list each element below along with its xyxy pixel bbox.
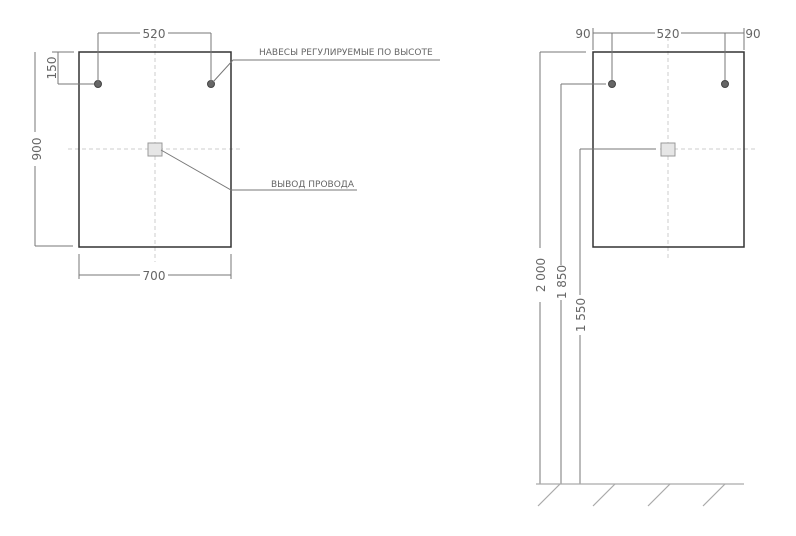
dim-label: 520 [657, 27, 680, 41]
dim-label: 520 [143, 27, 166, 41]
dim-hanger-height: 1 850 [555, 83, 606, 484]
dim-label: 700 [143, 269, 166, 283]
dim-label: 150 [45, 57, 59, 80]
dim-hole-spacing: 520 [97, 27, 212, 82]
dim-label: 90 [745, 27, 760, 41]
hanger-right-icon [721, 80, 729, 88]
wire-outlet-icon [147, 142, 163, 157]
wire-outlet-label: ВЫВОД ПРОВОДА [271, 180, 355, 190]
hanger-left-icon [608, 80, 616, 88]
dim-top-row: 90 520 90 [575, 27, 761, 80]
hangers-label: НАВЕСЫ РЕГУЛИРУЕМЫЕ ПО ВЫСОТЕ [259, 48, 433, 58]
dim-label: 1 550 [574, 298, 588, 332]
wire-outlet-icon [660, 142, 676, 157]
hangers-callout: НАВЕСЫ РЕГУЛИРУЕМЫЕ ПО ВЫСОТЕ [212, 48, 440, 83]
floor [536, 483, 744, 507]
mount-view: 90 520 90 2 000 1 850 1 550 [534, 27, 761, 507]
dim-label: 900 [30, 138, 44, 161]
panel-outline [78, 51, 232, 248]
dim-width: 700 [78, 254, 232, 283]
dim-top-height: 2 000 [534, 51, 586, 484]
dim-height: 900 [30, 52, 73, 247]
dim-label: 2 000 [534, 258, 548, 292]
wire-outlet-callout: ВЫВОД ПРОВОДА [160, 149, 357, 191]
front-view: 520 150 900 700 НАВЕСЫ РЕГУЛИРУЕМЫЕ ПО [30, 27, 440, 283]
dim-outlet-height: 1 550 [574, 148, 656, 484]
dim-label: 90 [575, 27, 590, 41]
dim-label: 1 850 [555, 265, 569, 299]
dim-hole-offset: 150 [45, 51, 94, 85]
